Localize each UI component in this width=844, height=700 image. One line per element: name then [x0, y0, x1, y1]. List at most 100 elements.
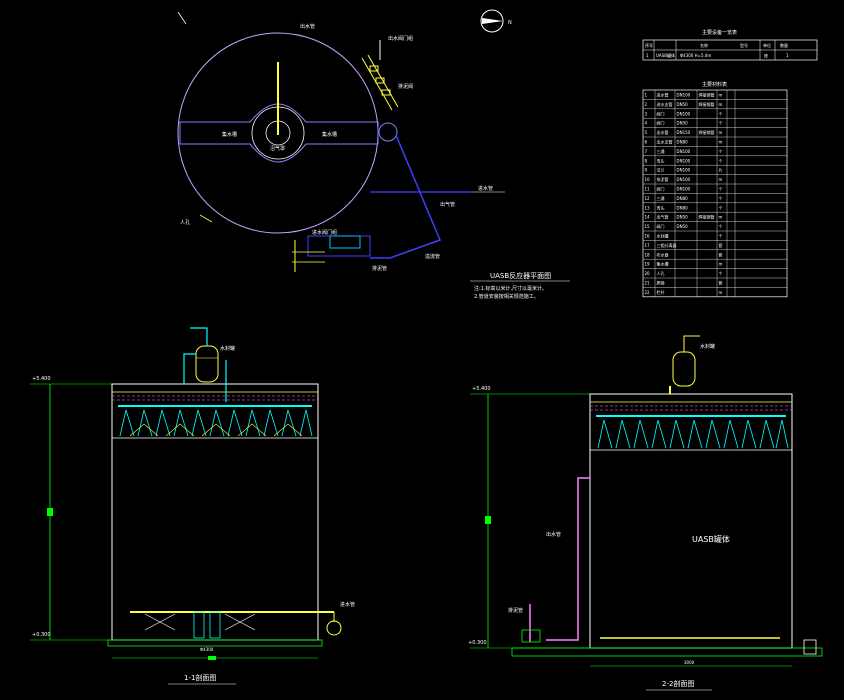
elev-top-1: +5.400: [32, 376, 51, 382]
table-cell: 布水器: [657, 251, 669, 257]
table-cell: DN80: [677, 140, 689, 145]
table-cell: 三通: [657, 148, 665, 154]
north-arrow: N: [480, 9, 512, 33]
table-cell: 三通: [657, 195, 665, 201]
tank-body-1: [111, 383, 319, 641]
t1-h0: 序号: [645, 42, 653, 48]
table-cell: 12: [645, 196, 651, 201]
table-cell: 出水管: [657, 129, 669, 135]
side-label-2: 出水管: [546, 531, 561, 538]
table-cell: 阀门: [657, 223, 665, 229]
table-cell: 套: [719, 242, 723, 248]
table-cell: 2: [645, 102, 648, 107]
table-cell: DN100: [677, 187, 691, 192]
table-cell: 出水支管: [657, 139, 673, 145]
table-cell: 个: [719, 149, 723, 154]
outlet-pipe-plan: [370, 134, 441, 259]
valve-group-bottom: [292, 235, 371, 272]
plan-label-top-pipe: 出水管: [300, 23, 315, 30]
table-cell: 18: [645, 252, 651, 257]
table-cell: 焊接钢管: [699, 101, 715, 107]
plan-label-bottom-valves: 进水阀门组: [312, 229, 337, 236]
table-cell: DN100: [677, 93, 691, 98]
tank-label: UASB罐体: [692, 534, 730, 544]
table-cell: 个: [719, 196, 723, 201]
table-cell: m: [719, 130, 723, 135]
table-cell: 个: [719, 271, 723, 276]
section-2-2: +5.400 +0.300 水封罐 UASB罐体 出水管 排: [468, 335, 823, 691]
table-cell: 三相分离器: [657, 242, 677, 248]
separator-hoods-2: [597, 419, 789, 449]
table-cell: 阀门: [657, 186, 665, 192]
t1-h2: 型号: [740, 42, 748, 48]
t1-r3: 座: [764, 52, 768, 58]
compass-letter: N: [508, 20, 512, 26]
table-cell: 个: [719, 224, 723, 229]
table-cell: 个: [719, 205, 723, 210]
table-cell: 4: [645, 121, 648, 126]
table-cell: 个: [719, 158, 723, 163]
table-cell: 阀门: [657, 120, 665, 126]
table-cell: 20: [645, 271, 651, 276]
table-cell: 7: [645, 149, 648, 154]
plan-label-down-pipe: 溢流管: [425, 253, 440, 260]
t1-h3: 单位: [763, 42, 771, 48]
plan-label-right-pipe-2: 出气管: [440, 201, 455, 208]
table-cell: m: [719, 102, 723, 107]
table-cell: DN100: [677, 111, 691, 116]
section2-title: 2-2剖面图: [662, 679, 694, 688]
water-seal-tank-2: [672, 351, 696, 387]
table-cell: 人孔: [657, 270, 665, 276]
table-cell: 法兰: [657, 167, 665, 173]
elev-bot-1: +0.300: [32, 632, 51, 638]
table-cell: DN80: [677, 205, 689, 210]
table-cell: 11: [645, 187, 651, 192]
table-cell: 弯头: [657, 157, 665, 163]
elev-top-2: +5.400: [472, 386, 491, 392]
table-cell: m: [719, 93, 723, 98]
table-cell: 14: [645, 215, 651, 220]
table-cell: DN150: [677, 130, 691, 135]
feed-label: 进水管: [340, 601, 355, 608]
table-cell: 个: [719, 121, 723, 126]
table-cell: 个: [719, 234, 723, 239]
table-cell: 5: [645, 130, 648, 135]
table-cell: DN100: [677, 149, 691, 154]
table-cell: m: [719, 140, 723, 145]
table-cell: DN100: [677, 158, 691, 163]
plan-label-left-channel: 集水槽: [222, 131, 237, 138]
collection-channel: [179, 103, 379, 163]
plan-label-left-mark: 人孔: [180, 219, 190, 226]
table-cell: m: [719, 262, 723, 267]
table-cell: DN50: [677, 102, 689, 107]
table-cell: 进水支管: [657, 101, 673, 107]
table-cell: 8: [645, 158, 648, 163]
inlet-pump-1: [326, 620, 342, 636]
plan-label-bottom-right: 排泥管: [372, 265, 387, 272]
plan-label-right-pipe: 进水管: [478, 185, 493, 192]
table-cell: DN50: [677, 215, 689, 220]
table-cell: DN50: [677, 121, 689, 126]
section-1-1: +5.400 +0.300: [30, 327, 355, 685]
plan-title: UASB反应器平面图: [490, 271, 551, 280]
table-cell: 17: [645, 243, 651, 248]
table-cell: 21: [645, 281, 651, 286]
dim-width-2: 3000: [684, 660, 695, 665]
table-cell: 片: [719, 167, 723, 173]
table-cell: 个: [719, 187, 723, 192]
side-label-2b: 排泥管: [508, 607, 523, 614]
table-cell: 套: [719, 280, 723, 286]
separator-hoods-1: [119, 409, 313, 437]
t1-r2: Φ4300 H=5.4m: [680, 53, 711, 58]
dim-width-1: Φ4300: [200, 647, 214, 652]
gas-label-1: 水封罐: [220, 345, 235, 352]
water-seal-tank-1: [195, 345, 219, 383]
table2-title: 主要材料表: [702, 81, 727, 88]
table-cell: 15: [645, 224, 651, 229]
table-cell: DN100: [677, 177, 691, 182]
table-cell: DN100: [677, 168, 691, 173]
table-cell: 出气管: [657, 214, 669, 220]
plan-note-1: 注:1.标高以米计,尺寸以毫米计。: [474, 285, 547, 292]
